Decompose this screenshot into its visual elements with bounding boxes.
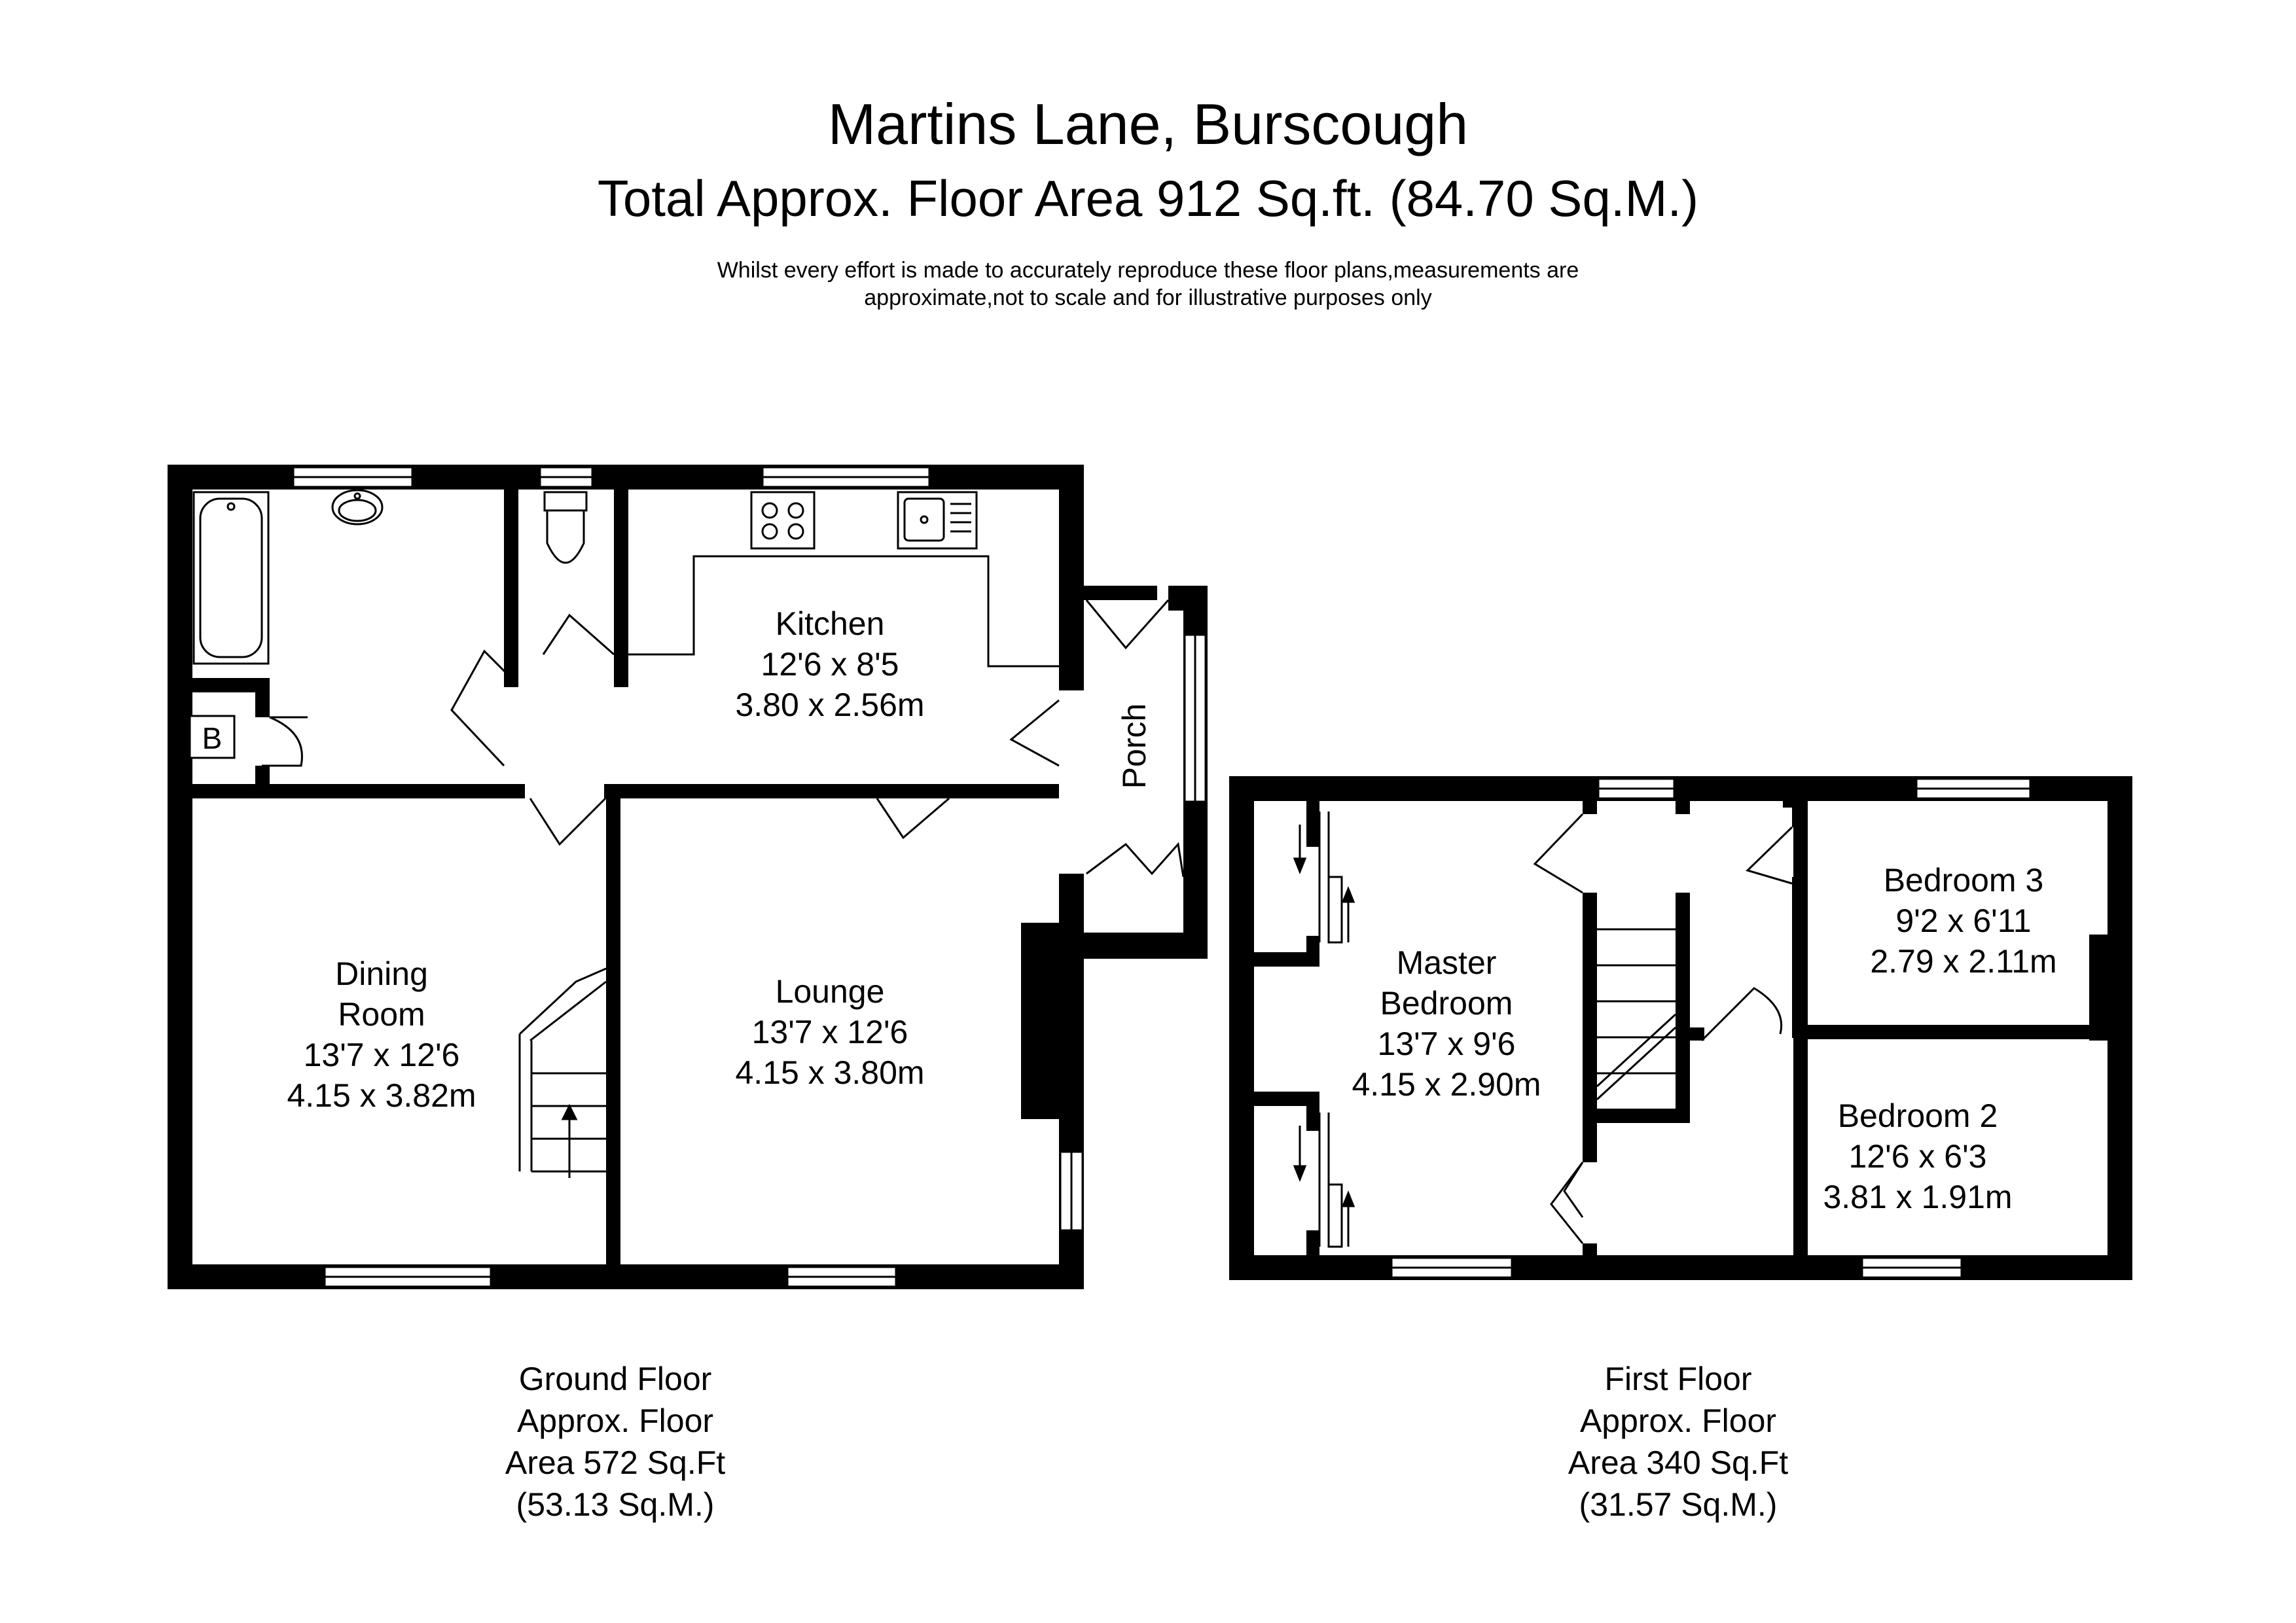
basin-icon [331, 489, 384, 526]
first-caption-line-1: First Floor [1604, 1361, 1752, 1397]
bedroom3-imperial: 9'2 x 6'11 [1895, 902, 2031, 939]
ground-floor-staircase [518, 967, 607, 1178]
bedroom3-metric: 2.79 x 2.11m [1870, 943, 2056, 980]
ground-floor-windows [292, 466, 1207, 1288]
boiler-cupboard: B [188, 715, 236, 759]
lounge-label: Lounge 13'7 x 12'6 4.15 x 3.80m [735, 973, 924, 1091]
bedroom2-name: Bedroom 2 [1838, 1097, 1998, 1134]
bedroom3-name: Bedroom 3 [1884, 862, 2044, 899]
ground-caption-line-3: Area 572 Sq.Ft [505, 1444, 726, 1481]
first-floor-doors [1533, 813, 1793, 1244]
ground-caption-line-2: Approx. Floor [516, 1402, 714, 1439]
bath-icon [192, 491, 270, 665]
lounge-metric: 4.15 x 3.80m [735, 1054, 924, 1091]
bedroom-3-label: Bedroom 3 9'2 x 6'11 2.79 x 2.11m [1870, 862, 2056, 980]
bedroom-2-label: Bedroom 2 12'6 x 6'3 3.81 x 1.91m [1823, 1097, 2012, 1215]
master-metric: 4.15 x 2.90m [1352, 1066, 1541, 1103]
hob-icon [750, 491, 816, 550]
master-name-1: Master [1397, 944, 1497, 981]
bedroom2-imperial: 12'6 x 6'3 [1849, 1138, 1987, 1175]
master-name-2: Bedroom [1380, 985, 1513, 1022]
first-caption-line-2: Approx. Floor [1579, 1402, 1777, 1439]
dining-name-1: Dining [335, 955, 428, 992]
ground-caption-line-4: (53.13 Sq.M.) [516, 1486, 715, 1523]
kitchen-label: Kitchen 12'6 x 8'5 3.80 x 2.56m [735, 605, 924, 723]
first-caption-line-3: Area 340 Sq.Ft [1568, 1444, 1789, 1481]
boiler-label: B [202, 721, 223, 755]
ground-floor-walls [168, 465, 1208, 1289]
wardrobe-doors [1293, 812, 1355, 1248]
disclaimer-line-2: approximate,not to scale and for illustr… [864, 285, 1432, 310]
master-bedroom-label: Master Bedroom 13'7 x 9'6 4.15 x 2.90m [1352, 944, 1541, 1103]
sink-icon [897, 491, 978, 550]
dining-name-2: Room [338, 996, 425, 1033]
kitchen-name: Kitchen [776, 605, 885, 642]
total-floor-area: Total Approx. Floor Area 912 Sq.ft. (84.… [597, 169, 1699, 227]
disclaimer: Whilst every effort is made to accuratel… [0, 257, 2296, 312]
kitchen-worktop [628, 555, 1059, 668]
toilet-icon [543, 491, 588, 564]
disclaimer-line-1: Whilst every effort is made to accuratel… [717, 258, 1579, 283]
dining-room-label: Dining Room 13'7 x 12'6 4.15 x 3.82m [287, 955, 476, 1114]
ground-floor-doors [262, 599, 1185, 878]
dining-imperial: 13'7 x 12'6 [304, 1037, 460, 1073]
dining-metric: 4.15 x 3.82m [287, 1077, 476, 1114]
plan-title: Martins Lane, Burscough [827, 92, 1469, 156]
ground-floor-caption: Ground Floor Approx. Floor Area 572 Sq.F… [419, 1358, 812, 1525]
first-floor-staircase [1596, 928, 1677, 1101]
lounge-imperial: 13'7 x 12'6 [752, 1014, 908, 1050]
bedroom2-metric: 3.81 x 1.91m [1823, 1179, 2012, 1215]
kitchen-imperial: 12'6 x 8'5 [761, 646, 899, 683]
ground-floor-plan: B Kitchen 12'6 [168, 465, 1208, 1289]
porch-label: Porch [1116, 704, 1153, 789]
first-floor-windows [1390, 777, 2032, 1279]
kitchen-metric: 3.80 x 2.56m [735, 687, 924, 723]
first-floor-caption: First Floor Approx. Floor Area 340 Sq.Ft… [1482, 1358, 1874, 1525]
ground-caption-line-1: Ground Floor [518, 1361, 712, 1397]
first-caption-line-4: (31.57 Sq.M.) [1579, 1486, 1778, 1523]
first-floor-plan: Master Bedroom 13'7 x 9'6 4.15 x 2.90m B… [1229, 776, 2132, 1280]
master-imperial: 13'7 x 9'6 [1378, 1026, 1516, 1062]
lounge-name: Lounge [776, 973, 885, 1010]
